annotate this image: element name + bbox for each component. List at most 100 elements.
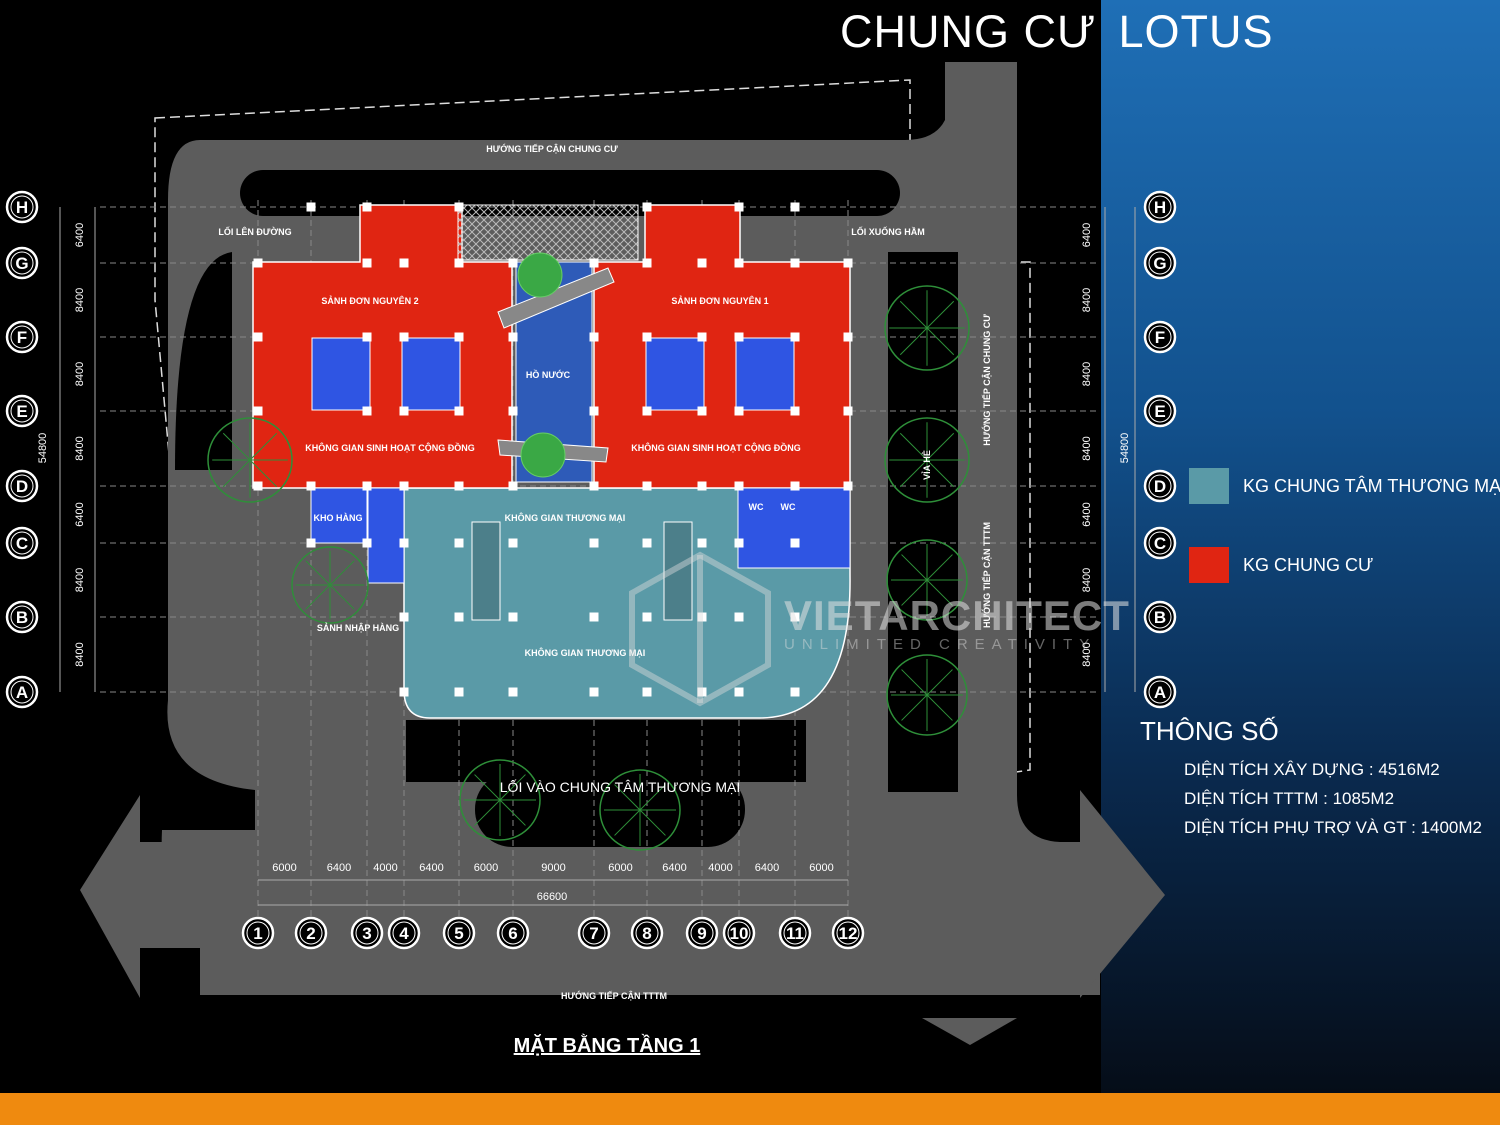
- grid-bubble-col-2: 2: [294, 916, 328, 950]
- stair-elevator-core: [401, 337, 461, 411]
- wc-label-2: WC: [781, 502, 796, 512]
- column-post: [508, 258, 518, 268]
- grid-bubble-right-D: D: [1143, 469, 1177, 503]
- column-post: [697, 612, 707, 622]
- svg-text:12: 12: [839, 924, 858, 943]
- column-post: [843, 258, 853, 268]
- row-spacing-right: 8400: [1081, 436, 1093, 460]
- grid-bubble-col-11: 11: [778, 916, 812, 950]
- column-post: [843, 332, 853, 342]
- watermark: VIETARCHITECT UNLIMITED CREATIVITY: [784, 592, 1130, 653]
- grid-bubble-col-12: 12: [831, 916, 865, 950]
- col-spacing: 6400: [662, 862, 686, 874]
- svg-text:9: 9: [697, 924, 706, 943]
- svg-text:B: B: [1154, 608, 1166, 627]
- overall-width: 66600: [537, 891, 568, 903]
- row-spacing-left: 8400: [74, 436, 86, 460]
- community-right-label: KHÔNG GIAN SINH HOẠT CỘNG ĐỒNG: [631, 442, 801, 453]
- footer-bar: [0, 1093, 1500, 1125]
- column-post: [454, 538, 464, 548]
- col-spacing: 6000: [608, 862, 632, 874]
- col-spacing: 6000: [272, 862, 296, 874]
- row-spacing-right: 8400: [1081, 568, 1093, 592]
- column-post: [253, 481, 263, 491]
- column-post: [697, 538, 707, 548]
- column-post: [790, 406, 800, 416]
- south-arrow: [922, 1018, 1017, 1045]
- column-post: [508, 538, 518, 548]
- svg-text:H: H: [16, 198, 28, 217]
- column-post: [642, 687, 652, 697]
- column-post: [790, 612, 800, 622]
- canopy-hatch: [457, 204, 639, 261]
- grid-bubble-col-9: 9: [685, 916, 719, 950]
- row-spacing-right: 8400: [1081, 362, 1093, 386]
- legend-item-commercial: KG CHUNG TÂM THƯƠNG MẠI: [1189, 468, 1500, 504]
- column-post: [508, 332, 518, 342]
- column-post: [306, 202, 316, 212]
- access-right-label: HƯỚNG TIẾP CẬN CHUNG CƯ: [981, 314, 992, 446]
- stair-elevator-core: [735, 337, 795, 411]
- row-spacing-left: 8400: [74, 362, 86, 386]
- column-post: [790, 687, 800, 697]
- wc-block: [737, 487, 851, 569]
- grid-bubble-left-E: E: [5, 394, 39, 428]
- community-left-label: KHÔNG GIAN SINH HOẠT CỘNG ĐỒNG: [305, 442, 475, 453]
- column-post: [734, 332, 744, 342]
- column-post: [734, 687, 744, 697]
- legend-swatch-residential: [1189, 547, 1229, 583]
- grid-bubble-right-H: H: [1143, 190, 1177, 224]
- grid-bubble-right-F: F: [1143, 320, 1177, 354]
- ramp-down-label: LỐI XUỐNG HẦM: [851, 226, 925, 237]
- tree: [886, 539, 968, 621]
- row-spacing-right: 8400: [1081, 288, 1093, 312]
- plan-caption: MẶT BẰNG TẦNG 1: [514, 1033, 701, 1057]
- commercial-bottom-label: KHÔNG GIAN THƯƠNG MẠI: [525, 647, 646, 658]
- col-spacing: 6000: [474, 862, 498, 874]
- column-post: [697, 258, 707, 268]
- watermark-tagline: UNLIMITED CREATIVITY: [784, 636, 1097, 653]
- column-post: [306, 538, 316, 548]
- overall-height-left: 54800: [37, 433, 49, 464]
- svg-text:C: C: [16, 534, 28, 553]
- storage-room: [310, 487, 368, 544]
- column-post: [399, 687, 409, 697]
- column-post: [734, 406, 744, 416]
- svg-text:F: F: [17, 328, 27, 347]
- wc-label-1: WC: [749, 502, 764, 512]
- column-post: [642, 258, 652, 268]
- overall-height-right: 54800: [1119, 433, 1131, 464]
- col-spacing: 4000: [708, 862, 732, 874]
- svg-text:G: G: [15, 254, 28, 273]
- grid-bubble-right-B: B: [1143, 600, 1177, 634]
- column-post: [362, 202, 372, 212]
- column-post: [508, 612, 518, 622]
- column-post: [697, 406, 707, 416]
- column-post: [589, 612, 599, 622]
- grid-bubble-col-8: 8: [630, 916, 664, 950]
- grid-bubble-left-H: H: [5, 190, 39, 224]
- access-right-mall-label: HƯỚNG TIẾP CẬN TTTM: [981, 522, 992, 628]
- grid-bubble-right-E: E: [1143, 394, 1177, 428]
- access-top-label: HƯỚNG TIẾP CẬN CHUNG CƯ: [486, 143, 618, 154]
- row-spacing-left: 8400: [74, 288, 86, 312]
- svg-text:G: G: [1153, 254, 1166, 273]
- column-post: [697, 687, 707, 697]
- access-bottom-label: HƯỚNG TIẾP CẬN TTTM: [561, 990, 667, 1001]
- col-spacing: 6000: [809, 862, 833, 874]
- bridge: [497, 267, 615, 329]
- col-spacing: 6400: [327, 862, 351, 874]
- ramp-up-label: LỐI LÊN ĐƯỜNG: [218, 226, 291, 237]
- column-post: [642, 332, 652, 342]
- column-post: [790, 332, 800, 342]
- grid-bubble-col-1: 1: [241, 916, 275, 950]
- column-post: [454, 202, 464, 212]
- column-post: [589, 687, 599, 697]
- tree: [886, 654, 968, 736]
- svg-text:C: C: [1154, 534, 1166, 553]
- goods-lobby-label: SẢNH NHẬP HÀNG: [317, 622, 399, 633]
- column-post: [734, 202, 744, 212]
